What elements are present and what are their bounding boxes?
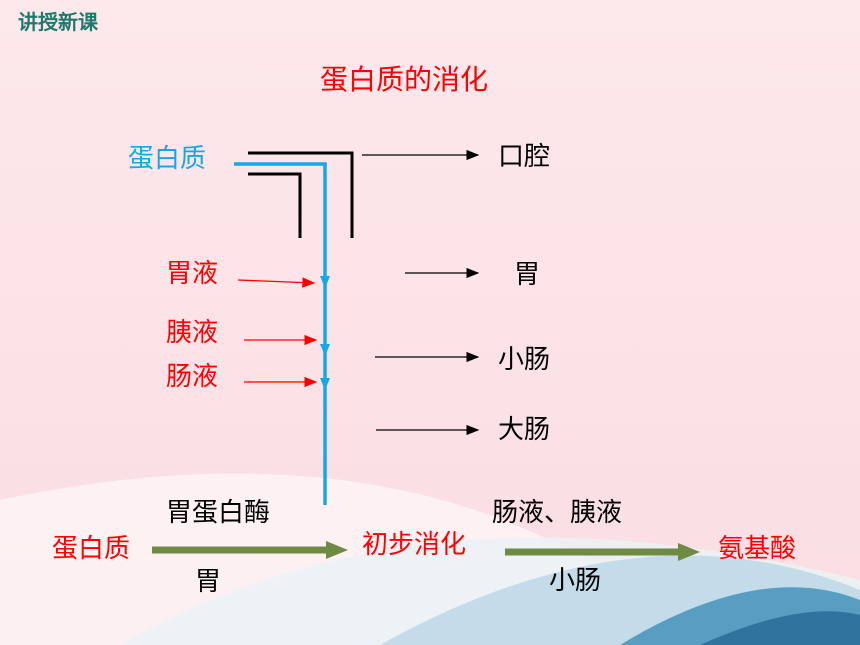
intestinal-juice-label: 肠液 (166, 362, 219, 392)
protein-path-line (234, 162, 327, 505)
tract-left-wall (248, 172, 302, 238)
path-arrowhead-1 (320, 276, 330, 288)
flow-step2-site-label: 小肠 (549, 566, 602, 596)
section-title: 讲授新课 (18, 10, 98, 34)
organ-small-intestine-label: 小肠 (498, 345, 551, 375)
flow-step1-site-label: 胃 (195, 567, 222, 597)
flow-arrow-2-head (678, 543, 700, 561)
flow-start-label: 蛋白质 (52, 534, 131, 564)
organ-large-intestine-label: 大肠 (498, 415, 551, 445)
flow-step2-enzyme-label: 肠液、胰液 (492, 498, 623, 528)
flow-intermediate-label: 初步消化 (362, 530, 467, 560)
slide-title: 蛋白质的消化 (320, 63, 489, 96)
input-protein-label: 蛋白质 (128, 144, 207, 174)
gastric-juice-label: 胃液 (166, 259, 219, 289)
tract-right-wall (248, 151, 354, 238)
arrow-gastric-juice (237, 277, 316, 288)
organ-mouth-label: 口腔 (498, 142, 551, 172)
flow-arrow-1-head (326, 541, 348, 559)
path-arrowhead-3 (320, 378, 330, 390)
pancreatic-juice-label: 胰液 (166, 318, 219, 348)
organ-stomach-label: 胃 (514, 260, 541, 290)
flow-end-label: 氨基酸 (718, 534, 797, 564)
flow-step1-enzyme-label: 胃蛋白酶 (166, 498, 271, 528)
path-arrowhead-2 (320, 344, 330, 356)
